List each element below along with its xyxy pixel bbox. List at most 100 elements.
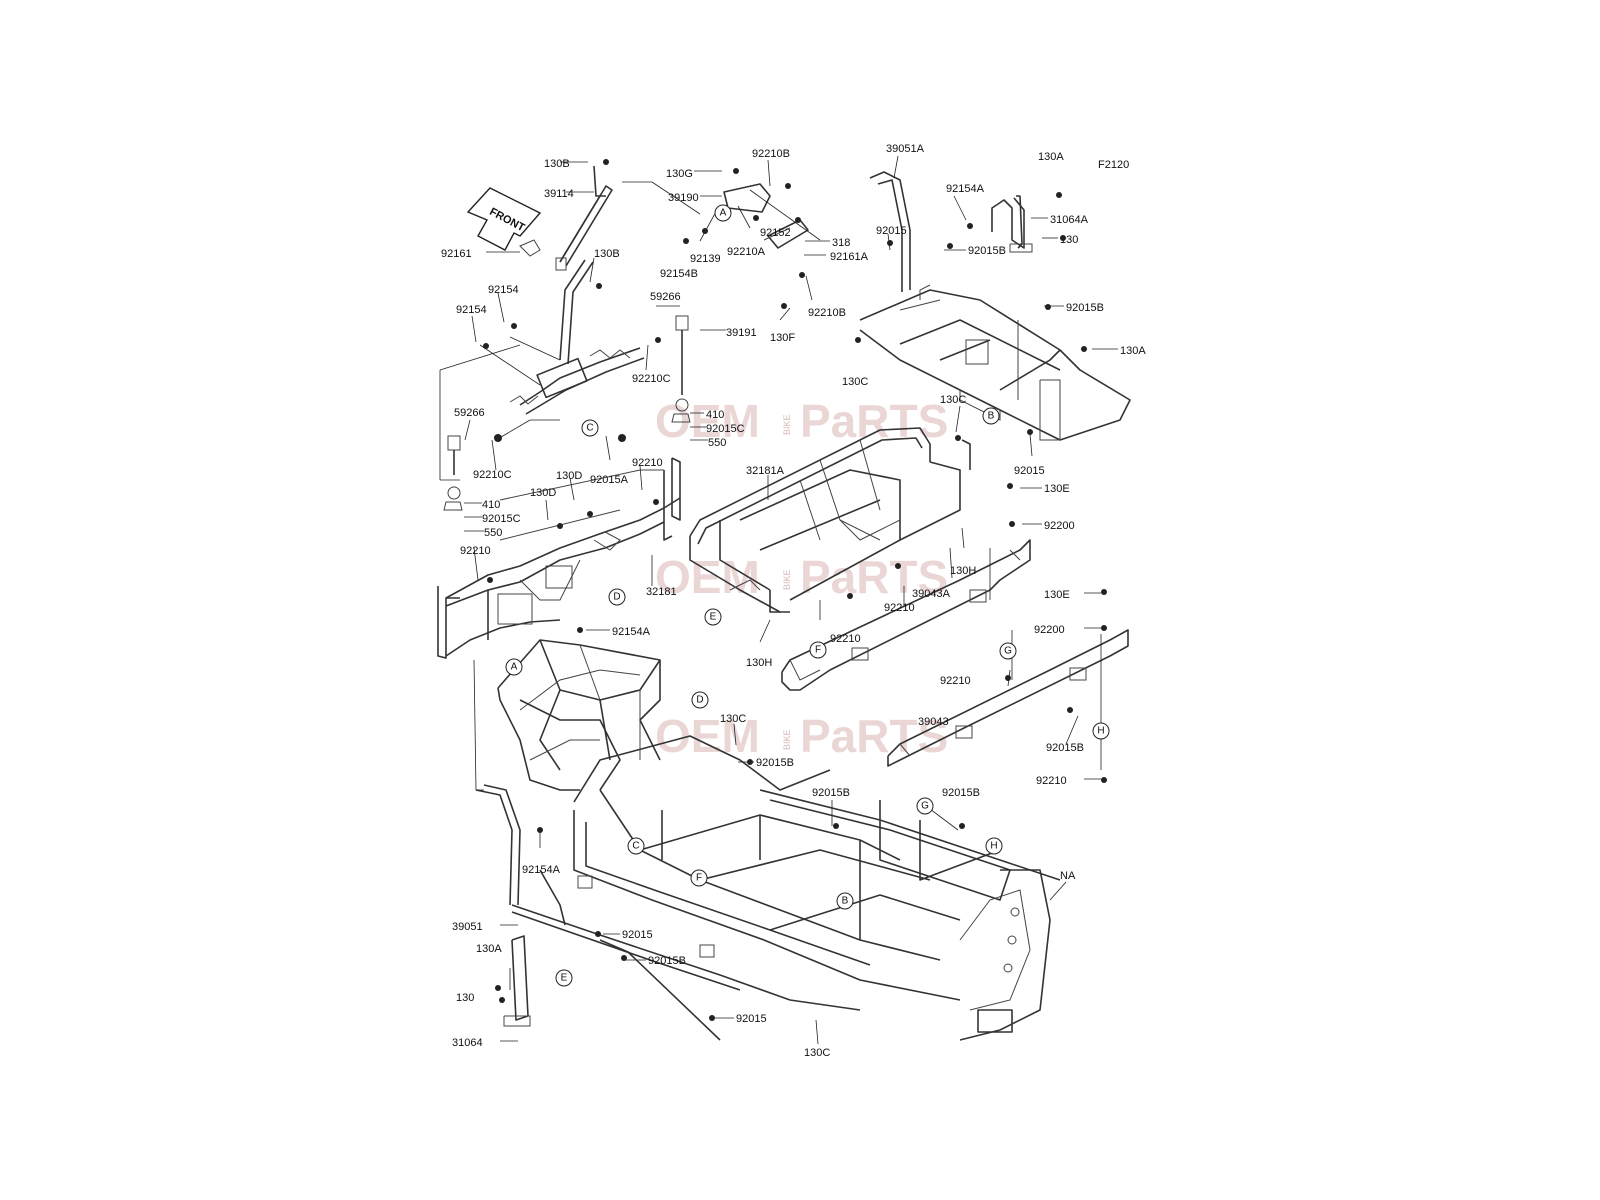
part-label: 92210C xyxy=(473,469,512,481)
part-label: 31064 xyxy=(452,1037,483,1049)
part-label: 550 xyxy=(708,437,726,449)
watermark-group: OEM BIKE PaRTS OEM BIKE PaRTS OEM BIKE P… xyxy=(655,395,948,762)
ref-circle-c: C xyxy=(627,837,645,855)
svg-text:E: E xyxy=(561,973,568,984)
part-label: 39191 xyxy=(726,327,757,339)
svg-text:C: C xyxy=(586,423,593,434)
part-label: 92210 xyxy=(830,633,861,645)
part-label: 92015B xyxy=(648,955,686,967)
rear-subframe xyxy=(859,171,1131,441)
part-label: 130G xyxy=(666,168,693,180)
svg-text:F: F xyxy=(815,645,821,656)
ref-circle-d: D xyxy=(691,691,709,709)
ref-circle-c: C xyxy=(581,419,599,437)
diagram-code: F2120 xyxy=(1098,159,1129,171)
part-label: 92154 xyxy=(456,304,487,316)
watermark-small: BIKE xyxy=(782,729,792,750)
svg-text:H: H xyxy=(1097,726,1104,737)
part-label: 39043A xyxy=(912,588,951,600)
svg-text:B: B xyxy=(842,896,849,907)
part-label: 130A xyxy=(476,943,502,955)
rail-39043A xyxy=(781,539,1031,691)
ref-circle-b: B xyxy=(982,407,1000,425)
part-labels: 130B 39114 92161 130B 92154 92154 130G 9… xyxy=(441,143,1146,1059)
part-label: 92015C xyxy=(482,513,521,525)
part-label: 92210B xyxy=(808,307,846,319)
ref-circle-h: H xyxy=(1092,722,1110,740)
bracket-31064 xyxy=(503,935,531,1027)
part-label: 92015 xyxy=(736,1013,767,1025)
part-label: 92154B xyxy=(660,268,698,280)
part-label: 92210A xyxy=(727,246,766,258)
part-label: 92015 xyxy=(1014,465,1045,477)
steering-shaft xyxy=(519,165,606,271)
part-label: 130H xyxy=(950,565,976,577)
tie-rod-ends xyxy=(443,315,691,511)
part-label: 130F xyxy=(770,332,795,344)
ref-circle-g: G xyxy=(999,642,1017,660)
part-label: 59266 xyxy=(650,291,681,303)
part-label: 92200 xyxy=(1044,520,1075,532)
front-subframe xyxy=(497,639,661,791)
part-label: 92154A xyxy=(522,864,561,876)
part-label: 39051 xyxy=(452,921,483,933)
part-label: 92161A xyxy=(830,251,869,263)
part-label: 130C xyxy=(842,376,868,388)
part-label: 92210C xyxy=(632,373,671,385)
part-label: 31064A xyxy=(1050,214,1089,226)
watermark-text-a: OEM xyxy=(655,710,760,762)
ref-circle-a: A xyxy=(714,204,732,222)
rail-39043 xyxy=(887,629,1129,767)
svg-text:A: A xyxy=(511,662,518,673)
watermark-text-b: PaRTS xyxy=(800,551,948,603)
part-label: 32181A xyxy=(746,465,785,477)
part-label: 39190 xyxy=(668,192,699,204)
ref-circle-d: D xyxy=(608,588,626,606)
part-label: 92015A xyxy=(590,474,629,486)
part-label: 130H xyxy=(746,657,772,669)
ref-circle-f: F xyxy=(809,641,827,659)
part-label: 92015 xyxy=(876,225,907,237)
part-label: 92210 xyxy=(884,602,915,614)
part-label: 92210 xyxy=(940,675,971,687)
part-label: 92210B xyxy=(752,148,790,160)
part-label: 130B xyxy=(544,158,570,170)
watermark-text-a: OEM xyxy=(655,551,760,603)
part-label: 92161 xyxy=(441,248,472,260)
svg-text:H: H xyxy=(990,841,997,852)
ref-circle-f: F xyxy=(690,869,708,887)
part-label: 130A xyxy=(1038,151,1064,163)
part-label: 130D xyxy=(530,487,556,499)
ref-circle-b: B xyxy=(836,892,854,910)
svg-text:B: B xyxy=(988,411,995,422)
cargo-bed-frame xyxy=(689,427,971,613)
part-label: 92200 xyxy=(1034,624,1065,636)
part-label: 59266 xyxy=(454,407,485,419)
svg-text:D: D xyxy=(696,695,703,706)
part-label: 130C xyxy=(804,1047,830,1059)
part-label: 92015C xyxy=(706,423,745,435)
front-bumper xyxy=(437,457,681,659)
circle-refs: A A C C D D E E xyxy=(505,204,1110,987)
part-label: 318 xyxy=(832,237,850,249)
part-label: 130A xyxy=(1120,345,1146,357)
fasteners xyxy=(483,159,1107,1021)
part-label: 92015 xyxy=(622,929,653,941)
part-label: 410 xyxy=(706,409,724,421)
part-label: 130D xyxy=(556,470,582,482)
part-label: 92154 xyxy=(488,284,519,296)
part-label: 92015B xyxy=(756,757,794,769)
ref-circle-h: H xyxy=(985,837,1003,855)
svg-text:C: C xyxy=(632,841,639,852)
part-label: 92015B xyxy=(1066,302,1104,314)
part-label: 92210 xyxy=(632,457,663,469)
part-label: 39051A xyxy=(886,143,925,155)
frame-39051 xyxy=(475,784,521,906)
svg-text:F: F xyxy=(696,873,702,884)
watermark-3: OEM BIKE PaRTS xyxy=(655,710,948,762)
svg-text:G: G xyxy=(1004,646,1012,657)
watermark-2: OEM BIKE PaRTS xyxy=(655,551,948,603)
part-label: 32181 xyxy=(646,586,677,598)
part-label: 92015B xyxy=(942,787,980,799)
part-label: 92154A xyxy=(946,183,985,195)
